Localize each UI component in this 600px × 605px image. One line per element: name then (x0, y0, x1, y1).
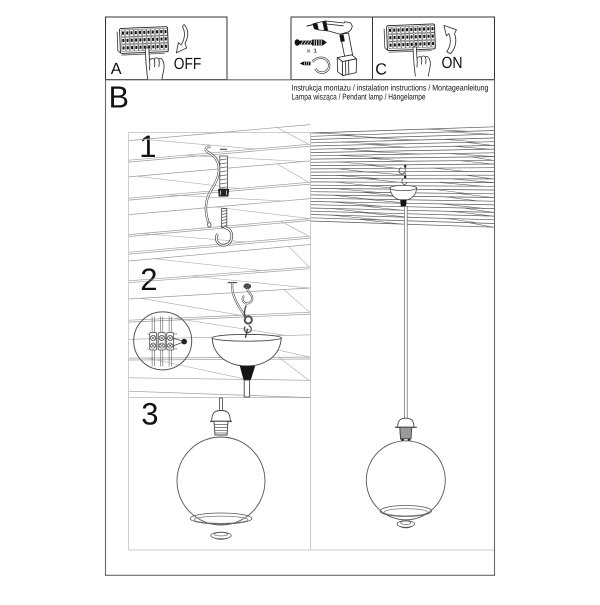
svg-text:A: A (111, 60, 122, 78)
svg-text:x 1: x 1 (307, 49, 318, 55)
svg-text:L: L (148, 332, 150, 336)
svg-text:ON: ON (442, 54, 463, 72)
svg-text:3: 3 (141, 396, 158, 431)
svg-text:OFF: OFF (174, 55, 202, 73)
svg-text:Lampa wisząca / Pendant lamp /: Lampa wisząca / Pendant lamp / Hängelamp… (292, 92, 426, 102)
svg-text:L: L (148, 347, 150, 351)
svg-text:C: C (375, 60, 387, 78)
svg-text:B: B (109, 80, 129, 114)
